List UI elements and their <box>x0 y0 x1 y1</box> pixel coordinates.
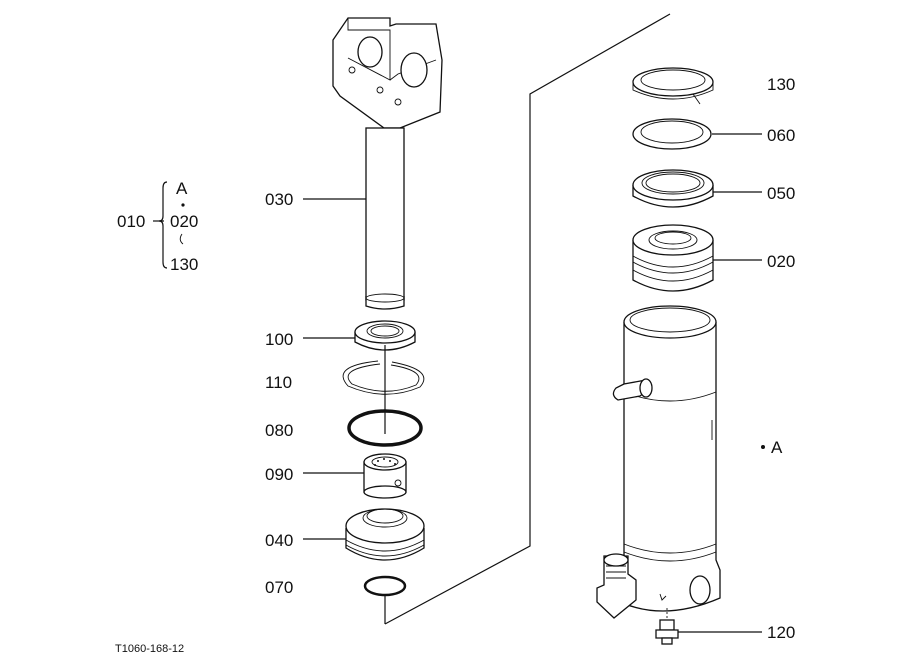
label-120: 120 <box>767 623 795 642</box>
cylinder-tube <box>596 305 721 619</box>
wear-ring <box>632 67 714 105</box>
label-070: 070 <box>265 578 293 597</box>
label-040: 040 <box>265 531 293 550</box>
label-090: 090 <box>265 465 293 484</box>
label-100: 100 <box>265 330 293 349</box>
label-020: 020 <box>767 252 795 271</box>
rod-seal-ring <box>354 320 416 351</box>
grease-nipple <box>655 608 679 645</box>
assembly-parent-label: 010 <box>117 212 145 231</box>
label-ref-a: A <box>771 438 783 457</box>
assembly-sub-130: 130 <box>170 255 198 274</box>
o-ring-070 <box>363 575 407 597</box>
drawing-code: T1060-168-12 <box>115 643 184 655</box>
label-110: 110 <box>265 373 292 392</box>
clevis-rod-end <box>332 17 443 129</box>
reference-dot <box>761 445 765 449</box>
assembly-legend: 010 A 020 130 <box>117 179 198 274</box>
piston-rod <box>365 127 405 310</box>
gland <box>632 224 714 292</box>
explode-connector-line <box>384 13 671 625</box>
assembly-sub-020: 020 <box>170 212 198 231</box>
piston <box>345 508 425 561</box>
label-030: 030 <box>265 190 293 209</box>
label-130: 130 <box>767 75 795 94</box>
backup-ring-060 <box>632 118 712 150</box>
label-060: 060 <box>767 126 795 145</box>
bushing <box>363 453 407 499</box>
seal-ring-050 <box>632 169 714 208</box>
label-050: 050 <box>767 184 795 203</box>
backup-ring <box>342 360 425 395</box>
label-080: 080 <box>265 421 293 440</box>
assembly-sub-a: A <box>176 179 188 198</box>
